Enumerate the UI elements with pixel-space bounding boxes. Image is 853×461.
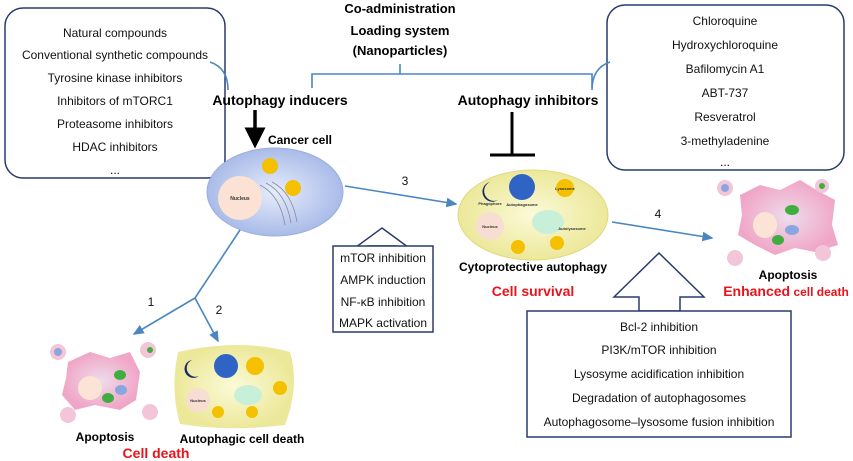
arrow-1 xyxy=(132,229,241,335)
inducer-item: HDAC inhibitors xyxy=(72,140,157,154)
inducer-item: Natural compounds xyxy=(63,26,167,40)
nanoparticles-label: (Nanoparticles) xyxy=(353,43,448,58)
cytoprotective-cell-illustration: Phagophore Autophagosome Lysosome Autoly… xyxy=(457,169,609,261)
pathway3-mechanisms-box: mTOR inhibition AMPK induction NF-κB inh… xyxy=(332,245,434,333)
inducers-list-box: Natural compounds Conventional synthetic… xyxy=(4,7,226,179)
mechanism-item: Bcl-2 inhibition xyxy=(620,320,698,334)
inhibitor-item: ... xyxy=(720,155,730,169)
pathway-number-1: 1 xyxy=(148,295,155,309)
mechanism-item: Autophagosome–lysosome fusion inhibition xyxy=(544,415,775,429)
inhibitor-item: Chloroquine xyxy=(693,14,758,28)
mechanism-item: PI3K/mTOR inhibition xyxy=(601,343,716,357)
nucleus-label: Nucleus xyxy=(482,224,498,229)
co-administration-label: Co-administration xyxy=(344,1,455,16)
inducer-item: Tyrosine kinase inhibitors xyxy=(48,71,183,85)
mechanism-item: NF-κB inhibition xyxy=(341,295,426,309)
enhanced-cell-death-label: Enhanced cell death xyxy=(723,283,849,299)
autophagy-inducers-title: Autophagy inducers xyxy=(212,92,348,108)
inhibitor-item: Bafilomycin A1 xyxy=(686,62,765,76)
mechanism-item: AMPK induction xyxy=(340,273,425,287)
inhibitors-list-box: Chloroquine Hydroxychloroquine Bafilomyc… xyxy=(606,4,845,171)
inhibitor-item: Hydroxychloroquine xyxy=(672,38,778,52)
inhibition-bar xyxy=(490,112,535,157)
autophagy-inhibitors-title: Autophagy inhibitors xyxy=(458,92,599,108)
arrow-4 xyxy=(611,221,714,242)
apoptosis-cell-illustration xyxy=(717,179,838,266)
nucleus-label: Nucleus xyxy=(190,398,206,403)
pathway-number-2: 2 xyxy=(216,303,223,317)
arrow-2 xyxy=(194,297,219,343)
pathway-number-4: 4 xyxy=(655,207,662,221)
cell-death-label: Cell death xyxy=(123,445,190,461)
autophagic-cell-illustration: Nucleus xyxy=(174,345,294,429)
inhibitor-item: ABT-737 xyxy=(702,86,749,100)
inhibitor-item: 3-methyladenine xyxy=(681,134,770,148)
inducer-item: Conventional synthetic compounds xyxy=(22,48,208,62)
inducer-item: Proteasome inhibitors xyxy=(57,117,173,131)
nucleus-label: Nucleus xyxy=(230,196,250,202)
inducer-item: Inhibitors of mTORC1 xyxy=(57,94,173,108)
bracket xyxy=(311,64,593,88)
cell-survival-label: Cell survival xyxy=(492,283,575,299)
inhibitor-item: Resveratrol xyxy=(694,110,755,124)
apoptosis-cell-illustration xyxy=(50,342,158,423)
connector xyxy=(209,61,229,91)
autolysosome-label: Autolysosome xyxy=(558,226,586,231)
inducer-item: ... xyxy=(110,163,120,177)
cancer-cell-illustration: Nucleus xyxy=(206,147,344,237)
apoptosis-label: Apoptosis xyxy=(759,268,818,282)
phagophore-label: Phagophore xyxy=(478,201,502,206)
hollow-up-arrow xyxy=(612,251,706,312)
mechanism-item: MAPK activation xyxy=(339,316,427,330)
cancer-cell-label: Cancer cell xyxy=(268,133,332,147)
autophagosome-label: Autophagosome xyxy=(506,202,538,207)
pathway4-mechanisms-box: Bcl-2 inhibition PI3K/mTOR inhibition Ly… xyxy=(526,310,792,438)
apoptosis-label: Apoptosis xyxy=(76,430,135,444)
mechanism-item: Lysosyme acidification inhibition xyxy=(574,367,744,381)
pathway-number-3: 3 xyxy=(402,174,409,188)
mechanism-item: mTOR inhibition xyxy=(340,251,426,265)
arrow-3 xyxy=(344,185,458,208)
mechanism-item: Degradation of autophagosomes xyxy=(572,391,746,405)
loading-system-label: Loading system xyxy=(351,23,450,38)
cytoprotective-autophagy-label: Cytoprotective autophagy xyxy=(459,260,607,274)
lysosome-label: Lysosome xyxy=(555,186,575,191)
autophagic-cell-death-label: Autophagic cell death xyxy=(180,432,305,446)
